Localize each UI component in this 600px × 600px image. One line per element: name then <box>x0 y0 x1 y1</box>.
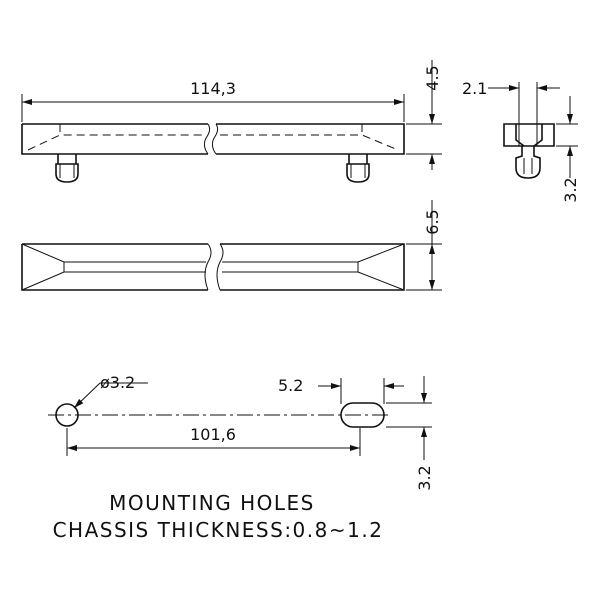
dim-top-height: 4.5 <box>406 60 442 170</box>
dim-slot-height-label: 3.2 <box>415 465 434 490</box>
dim-bottom-height-label: 6.5 <box>423 209 442 234</box>
dim-hole-spacing: 101,6 <box>66 425 361 456</box>
dim-side-height: 3.2 <box>556 96 580 203</box>
dim-top-height-label: 4.5 <box>423 65 442 90</box>
dim-overall-length-label: 114,3 <box>190 79 236 98</box>
dim-overall-length: 114,3 <box>21 79 405 122</box>
dim-slot-height: 3.2 <box>386 376 434 491</box>
top-view: 114,3 4.5 <box>21 60 442 183</box>
mounting-holes-view: ø3.2 5.2 101,6 3.2 <box>48 373 434 491</box>
pin-right <box>346 154 370 183</box>
pin-left <box>55 154 79 183</box>
dim-slot-width-label: 5.2 <box>278 376 303 395</box>
side-view: 2.1 3.2 <box>462 79 580 203</box>
dim-side-width: 2.1 <box>462 79 560 146</box>
dim-side-height-label: 3.2 <box>561 177 580 202</box>
dim-hole-diameter: ø3.2 <box>73 373 148 409</box>
dim-slot-width: 5.2 <box>278 376 404 404</box>
note-mounting-holes: MOUNTING HOLES <box>109 491 315 515</box>
slot-hole <box>340 402 385 428</box>
dim-hole-spacing-label: 101,6 <box>190 425 236 444</box>
dim-hole-diameter-label: ø3.2 <box>100 373 135 392</box>
round-hole <box>55 403 79 427</box>
bottom-view: 6.5 <box>21 200 442 291</box>
dim-side-width-label: 2.1 <box>462 79 487 98</box>
notes: MOUNTING HOLES CHASSIS THICKNESS:0.8~1.2 <box>53 491 384 542</box>
note-chassis-thickness: CHASSIS THICKNESS:0.8~1.2 <box>53 518 384 542</box>
dim-bottom-height: 6.5 <box>406 200 442 291</box>
